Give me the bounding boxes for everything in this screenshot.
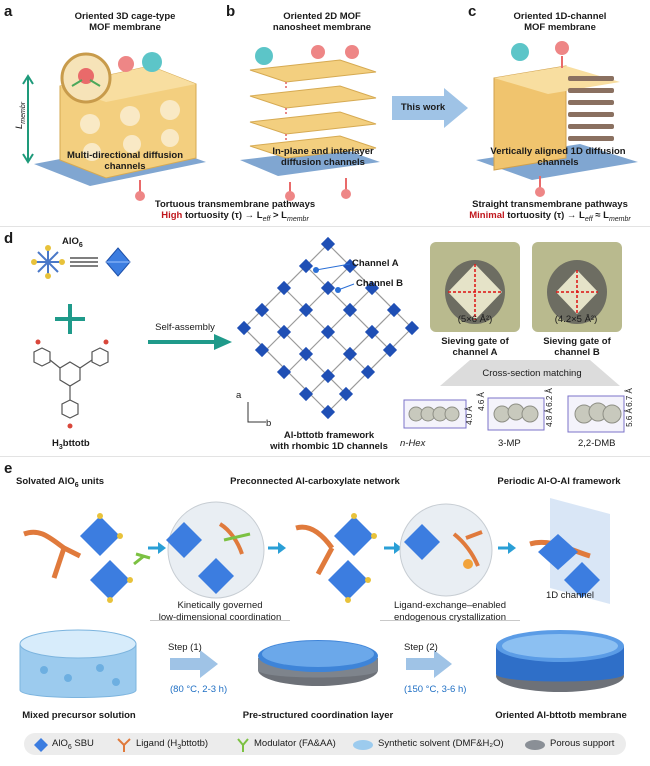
ligand-label: H3bttotb xyxy=(52,438,90,451)
panel-letter-c: c xyxy=(468,3,477,20)
product-2-label: Pre-structured coordination layer xyxy=(242,710,394,721)
legend-aio6-sbu: AlO6 SBU xyxy=(52,738,94,751)
1d-channel-membrane-illustration xyxy=(476,41,638,197)
coordination-sequence-illustration xyxy=(23,498,610,604)
minimal-tortuosity-label: Minimal tortuosity (τ) → Leff ≈ Lmembr xyxy=(469,210,631,223)
note-1-line-2: low-dimensional coordination xyxy=(158,612,282,623)
framework-caption: Al-bttotb framework with rhombic 1D chan… xyxy=(270,430,388,452)
legend-porous-support: Porous support xyxy=(550,738,615,749)
this-work-arrow xyxy=(392,88,468,128)
panel-c-title: Oriented 1D-channel MOF membrane xyxy=(513,11,607,33)
panel-c-channel-label: Vertically aligned 1D diffusion channels xyxy=(490,146,626,168)
panel-b-title: Oriented 2D MOF nanosheet membrane xyxy=(272,11,372,33)
axis-b-label: b xyxy=(266,418,272,429)
cross-section-label: Cross-section matching xyxy=(482,368,582,379)
panel-letter-b: b xyxy=(226,3,236,20)
aio6-label: AlO6 xyxy=(62,236,83,249)
product-3-label: Oriented Al-bttotb membrane xyxy=(495,710,627,721)
legend-synthetic-solvent: Synthetic solvent (DMF&H₂O) xyxy=(378,738,504,749)
crystal-axes xyxy=(247,402,266,423)
panel-letter-e: e xyxy=(4,460,13,477)
dims-n-hex-b: 4.6 Å xyxy=(476,392,486,411)
gate-b-caption: Sieving gate of channel B xyxy=(543,336,611,358)
panel-letter-a: a xyxy=(4,3,13,20)
cross-section-band xyxy=(440,360,620,386)
dims-2-2-dmb-a: 5.6 Å xyxy=(624,408,634,427)
self-assembly-arrow xyxy=(148,334,232,350)
dims-n-hex-a: 4.0 Å xyxy=(464,406,474,425)
panel-letter-d: d xyxy=(4,230,14,247)
step-1-label: Step (1) xyxy=(168,642,202,653)
note-2-line-1: Ligand-exchange–enabled xyxy=(394,600,506,611)
high-tortuosity-label: High tortuosity (τ) → Leff > Lmembr xyxy=(161,210,309,223)
self-assembly-label: Self-assembly xyxy=(155,322,215,333)
channel-b-label: Channel B xyxy=(356,278,403,289)
this-work-label: This work xyxy=(400,102,446,113)
product-1-label: Mixed precursor solution xyxy=(22,710,136,721)
separator-2 xyxy=(0,456,650,457)
modulator-icon xyxy=(237,738,249,752)
sieving-gate-a-illustration xyxy=(430,242,520,332)
membrane-thickness-label: Lmembr xyxy=(14,101,27,129)
gate-a-caption: Sieving gate of channel A xyxy=(441,336,509,358)
molecule-2-2-dmb: 2,2-DMB xyxy=(578,438,616,449)
dims-2-2-dmb-b: 6.7 Å xyxy=(624,388,634,407)
stage-3-title: Periodic Al-O-Al framework xyxy=(497,476,621,487)
note-1-divider xyxy=(150,620,290,621)
separator-1 xyxy=(0,226,650,227)
gate-a-size: (5×6 Å²) xyxy=(457,314,493,325)
step-2-conditions: (150 °C, 3-6 h) xyxy=(404,684,467,695)
synthetic-solvent-icon xyxy=(353,740,373,750)
channel-a-label: Channel A xyxy=(352,258,399,269)
panel-a-channel-label: Multi-directional diffusion channels xyxy=(66,150,184,172)
legend-ligand: Ligand (H3bttotb) xyxy=(136,738,209,751)
legend-modulator: Modulator (FA&AA) xyxy=(254,738,336,749)
building-blocks-illustration xyxy=(31,245,131,429)
cage-membrane-illustration xyxy=(22,52,206,201)
note-2-line-2: endogenous crystallization xyxy=(394,612,506,623)
aio6-sbu-icon xyxy=(34,738,48,752)
dims-3-mp-b: 6.2 Å xyxy=(544,388,554,407)
porous-support-icon xyxy=(525,740,545,750)
ligand-icon xyxy=(117,738,131,752)
membrane-formation-illustration xyxy=(19,629,624,698)
al-bttotb-framework-illustration xyxy=(236,236,420,420)
stage-1-title: Solvated AlO6 units xyxy=(16,476,105,489)
sieving-gate-b-illustration xyxy=(532,242,622,332)
axis-a-label: a xyxy=(236,390,242,401)
step-2-label: Step (2) xyxy=(404,642,438,653)
gate-b-size: (4.2×5 Å²) xyxy=(554,314,598,325)
molecule-n-hex: n-Hex xyxy=(400,438,426,449)
panel-b-channel-label: In-plane and interlayer diffusion channe… xyxy=(272,146,374,168)
step-1-conditions: (80 °C, 2-3 h) xyxy=(170,684,228,695)
tortuous-pathways-title: Tortuous transmembrane pathways xyxy=(154,199,316,210)
note-1-line-1: Kinetically governed xyxy=(177,600,263,611)
1d-channel-label: 1D channel xyxy=(545,590,595,601)
nanosheet-membrane-illustration xyxy=(240,45,380,201)
stage-2-title: Preconnected Al-carboxylate network xyxy=(230,476,400,487)
molecule-3-mp: 3-MP xyxy=(498,438,521,449)
dims-3-mp-a: 4.8 Å xyxy=(544,408,554,427)
panel-a-title: Oriented 3D cage-type MOF membrane xyxy=(74,11,176,33)
note-2-divider xyxy=(380,620,520,621)
legend-bar xyxy=(24,733,626,755)
straight-pathways-title: Straight transmembrane pathways xyxy=(472,199,628,210)
molecule-boxes xyxy=(403,395,625,433)
